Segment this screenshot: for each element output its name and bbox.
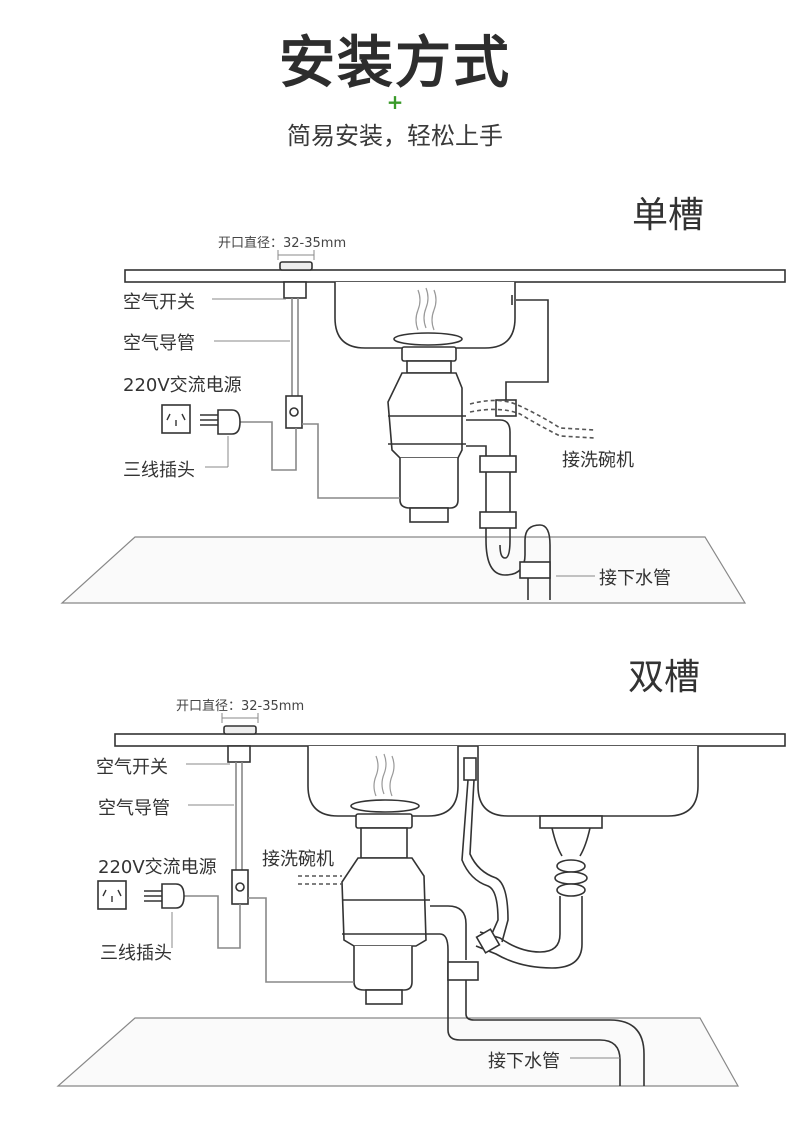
single-wall-outlet (161, 404, 191, 434)
single-drain-label: 接下水管 (599, 568, 671, 589)
double-water-lines (373, 753, 395, 797)
plus-icon: + (386, 90, 404, 114)
single-sink-heading: 单槽 (632, 195, 705, 236)
double-disposer (341, 857, 427, 947)
single-switch-module (285, 395, 303, 429)
double-air-tube-label: 空气导管 (98, 798, 170, 819)
double-air-switch-label: 空气开关 (96, 757, 168, 778)
single-water-lines (415, 287, 437, 331)
page-subtitle: 简易安装，轻松上手 (287, 122, 503, 150)
page-title: 安装方式 (279, 31, 511, 96)
double-plug (144, 890, 162, 902)
double-floor-plane (56, 1017, 740, 1087)
double-plug-label: 三线插头 (100, 943, 172, 964)
double-drain-label: 接下水管 (488, 1051, 560, 1072)
single-plug-label: 三线插头 (123, 460, 195, 481)
single-power-label: 220V交流电源 (123, 375, 242, 396)
double-opening-label: 开口直径：32-35mm (176, 699, 305, 714)
single-plug (200, 414, 218, 426)
double-switch-module (231, 869, 249, 905)
single-air-tube-label: 空气导管 (123, 333, 195, 354)
double-sink-heading: 双槽 (628, 657, 701, 698)
single-sink-diagram (60, 250, 786, 604)
double-right-basin (477, 746, 699, 817)
single-dishwasher-label: 接洗碗机 (562, 450, 634, 471)
double-wall-outlet (97, 880, 127, 910)
double-dishwasher-label: 接洗碗机 (262, 849, 334, 870)
single-s-trap (485, 524, 551, 600)
single-floor-plane (60, 536, 747, 604)
double-countertop (114, 733, 786, 747)
double-power-label: 220V交流电源 (98, 857, 217, 878)
single-air-switch-label: 空气开关 (123, 292, 195, 313)
single-opening-label: 开口直径：32-35mm (218, 236, 347, 251)
